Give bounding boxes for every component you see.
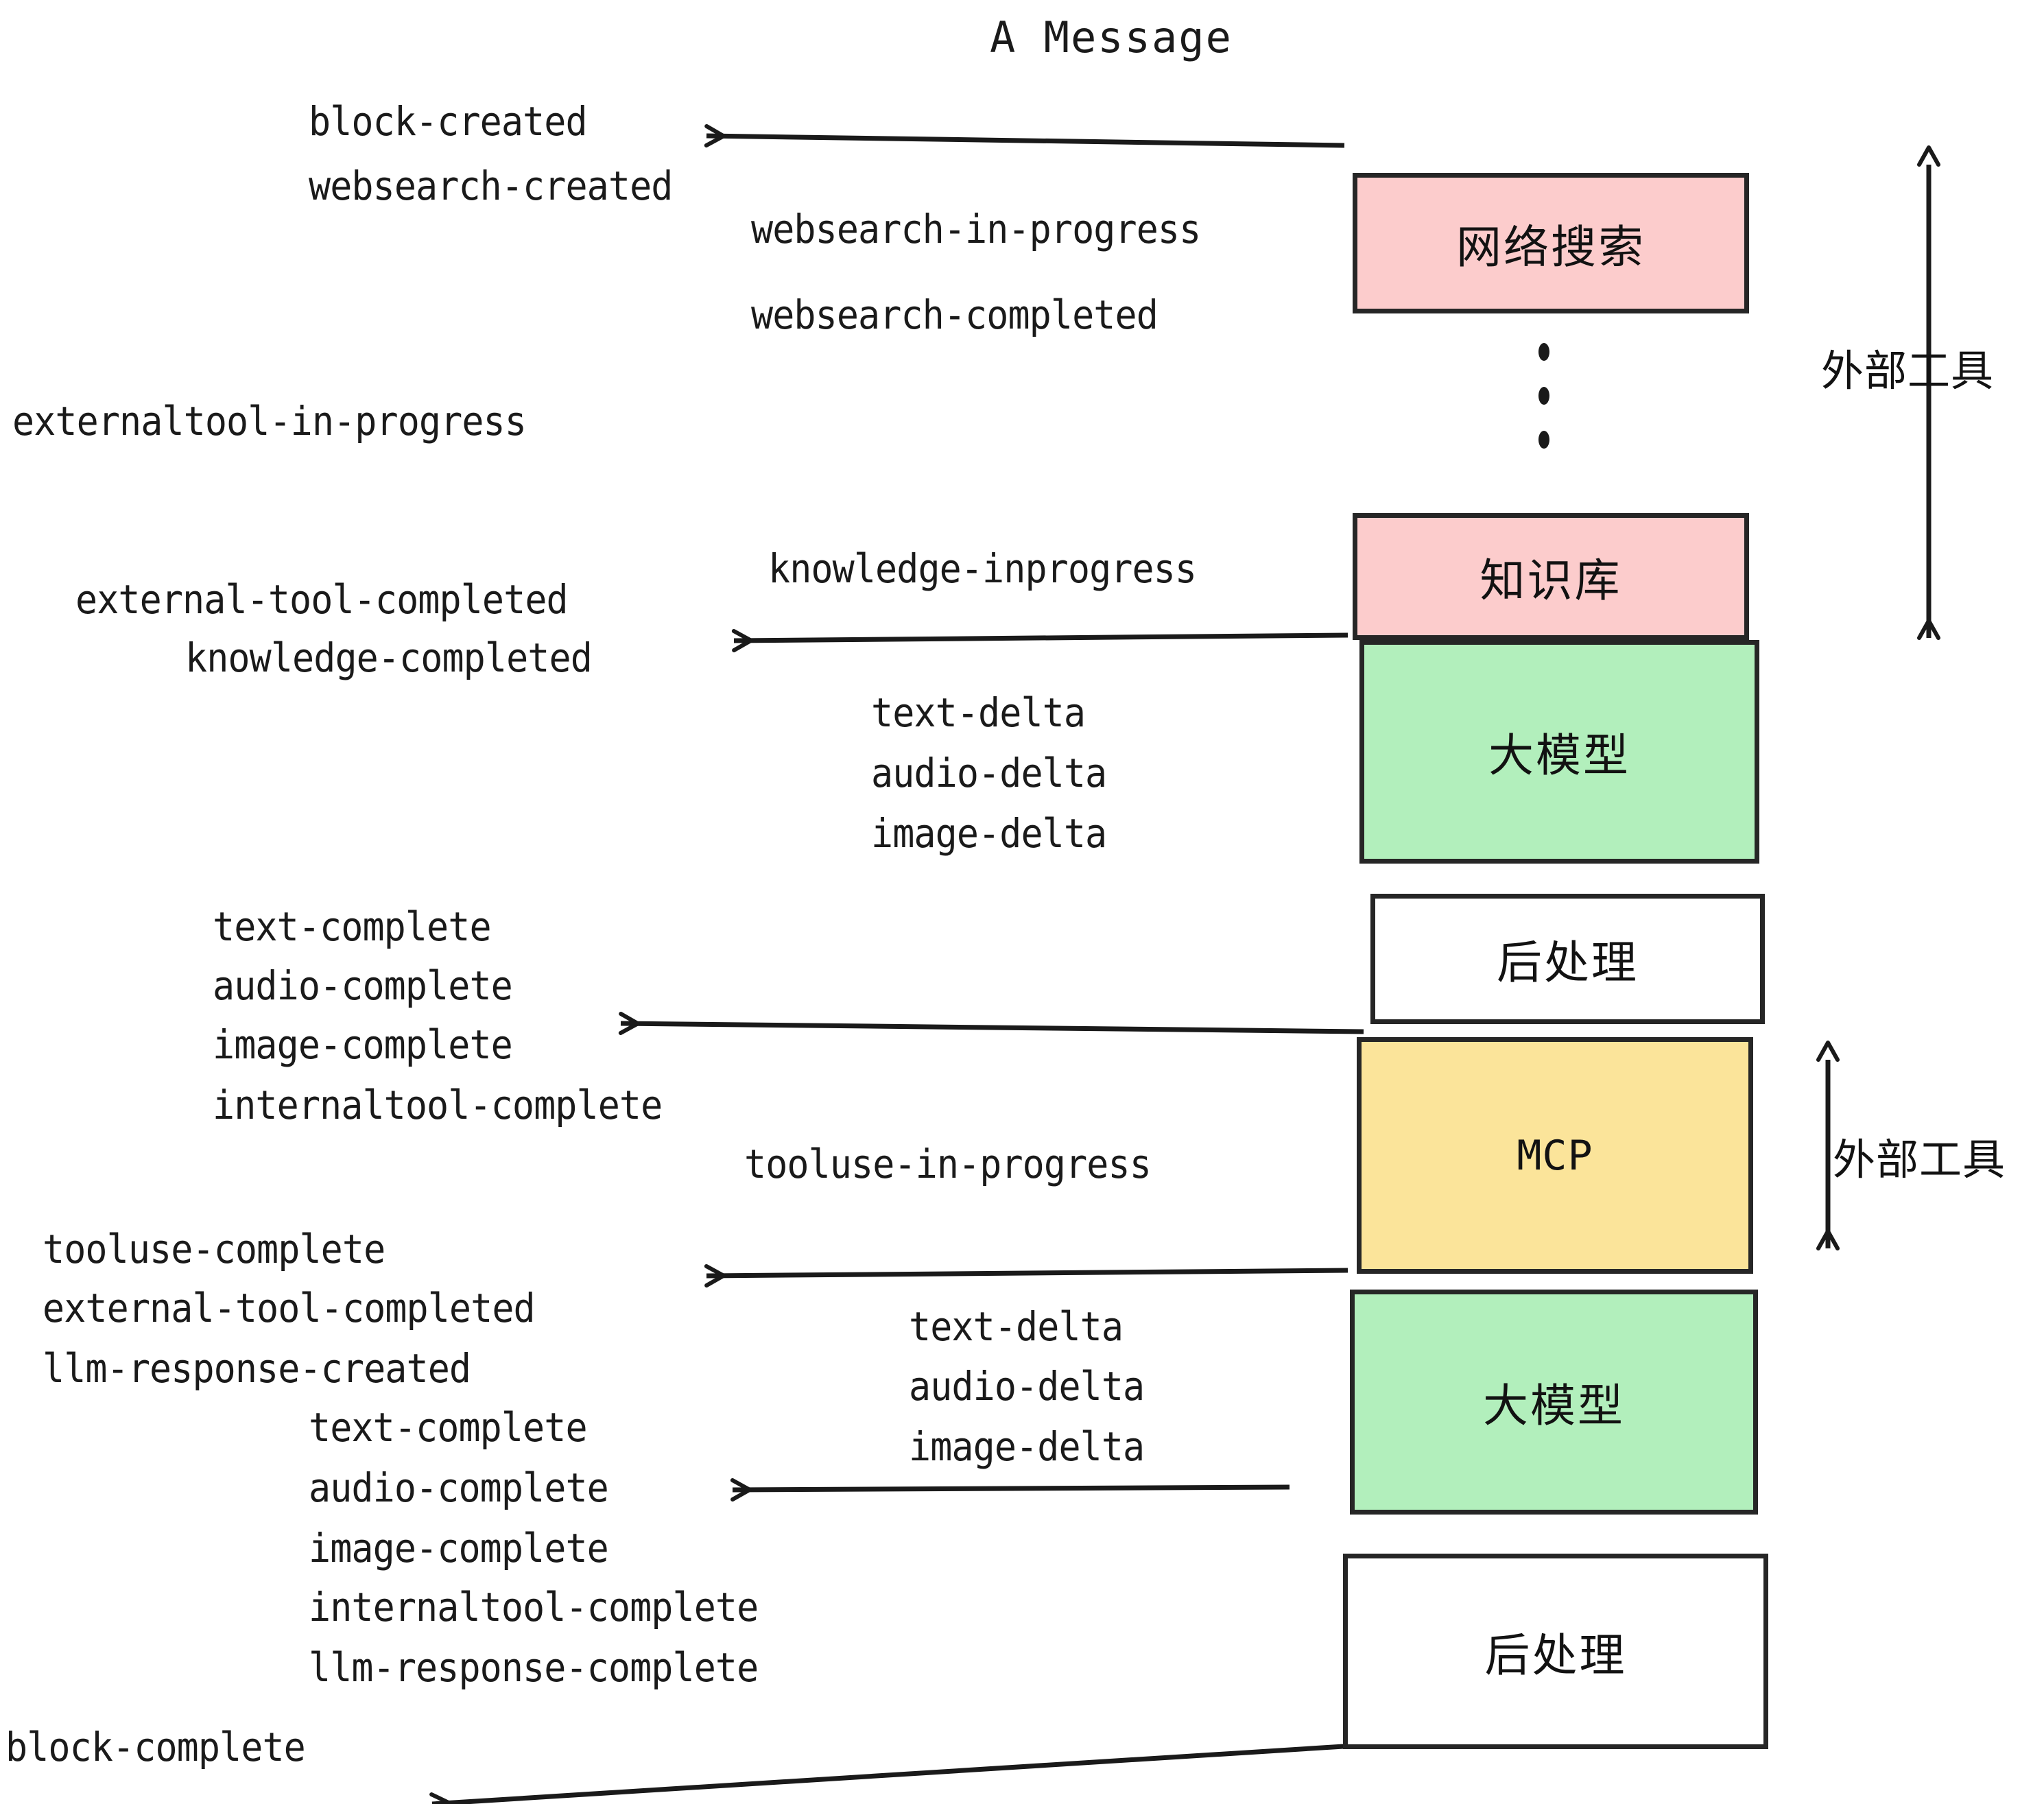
event-audio-complete-2: audio-complete bbox=[309, 1464, 609, 1511]
arrow-mcp-to-tooluse-complete bbox=[704, 1264, 1348, 1287]
event-audio-complete-1: audio-complete bbox=[213, 962, 513, 1009]
node-mcp[interactable]: MCP bbox=[1357, 1037, 1753, 1274]
node-postprocess-1[interactable]: 后处理 bbox=[1370, 894, 1765, 1024]
node-llm-2[interactable]: 大模型 bbox=[1350, 1290, 1758, 1515]
node-llm-2-label: 大模型 bbox=[1483, 1379, 1625, 1432]
event-internaltool-complete-2: internaltool-complete bbox=[309, 1584, 759, 1630]
node-mcp-label: MCP bbox=[1517, 1131, 1593, 1180]
event-websearch-created: websearch-created bbox=[309, 163, 673, 209]
arrow-llm-to-image-complete bbox=[618, 1012, 1364, 1035]
event-text-delta-2: text-delta bbox=[909, 1303, 1124, 1350]
event-text-delta-1: text-delta bbox=[871, 689, 1086, 736]
vertical-ellipsis bbox=[1538, 343, 1549, 475]
event-text-complete-1: text-complete bbox=[213, 903, 492, 950]
node-postprocess-2-label: 后处理 bbox=[1484, 1628, 1627, 1682]
node-llm-1-label: 大模型 bbox=[1488, 729, 1630, 782]
side-label-external-tool-top: 外部工具 bbox=[1821, 346, 1995, 396]
event-tooluse-in-progress: tooluse-in-progress bbox=[744, 1141, 1152, 1187]
event-externaltool-in-progress: externaltool-in-progress bbox=[12, 398, 527, 444]
event-tooluse-complete: tooluse-complete bbox=[43, 1226, 385, 1272]
arrow-postprocess-to-block-complete bbox=[429, 1743, 1355, 1804]
event-websearch-in-progress: websearch-in-progress bbox=[751, 206, 1201, 252]
event-image-complete-1: image-complete bbox=[213, 1021, 513, 1068]
event-audio-delta-2: audio-delta bbox=[909, 1363, 1145, 1410]
arrow-knowledge-to-knowledge-completed bbox=[731, 629, 1348, 652]
event-text-complete-2: text-complete bbox=[309, 1404, 588, 1451]
event-image-delta-1: image-delta bbox=[871, 810, 1107, 857]
event-block-created: block-created bbox=[309, 98, 588, 145]
node-websearch[interactable]: 网络搜索 bbox=[1353, 173, 1749, 313]
page-title: A Message bbox=[990, 12, 1233, 62]
node-postprocess-1-label: 后处理 bbox=[1497, 936, 1639, 989]
node-postprocess-2[interactable]: 后处理 bbox=[1343, 1554, 1768, 1749]
event-llm-response-created: llm-response-created bbox=[43, 1345, 471, 1392]
event-external-tool-completed-1: external-tool-completed bbox=[75, 576, 569, 623]
side-label-external-tool-bottom: 外部工具 bbox=[1833, 1135, 2006, 1185]
node-knowledge[interactable]: 知识库 bbox=[1353, 513, 1749, 640]
event-block-complete: block-complete bbox=[5, 1724, 306, 1770]
event-internaltool-complete-1: internaltool-complete bbox=[213, 1082, 663, 1128]
event-knowledge-inprogress: knowledge-inprogress bbox=[768, 545, 1197, 592]
arrow-llm2-to-audio-complete bbox=[730, 1478, 1290, 1502]
event-llm-response-complete: llm-response-complete bbox=[309, 1644, 759, 1691]
event-knowledge-completed: knowledge-completed bbox=[185, 634, 593, 681]
event-audio-delta-1: audio-delta bbox=[871, 750, 1107, 796]
arrow-websearch-to-block-created bbox=[704, 124, 1345, 148]
event-image-delta-2: image-delta bbox=[909, 1423, 1145, 1470]
event-image-complete-2: image-complete bbox=[309, 1525, 609, 1571]
event-websearch-completed: websearch-completed bbox=[751, 292, 1158, 338]
node-knowledge-label: 知识库 bbox=[1479, 554, 1622, 607]
event-external-tool-completed-2: external-tool-completed bbox=[43, 1285, 536, 1331]
node-llm-1[interactable]: 大模型 bbox=[1359, 640, 1759, 864]
node-websearch-label: 网络搜索 bbox=[1456, 220, 1645, 274]
